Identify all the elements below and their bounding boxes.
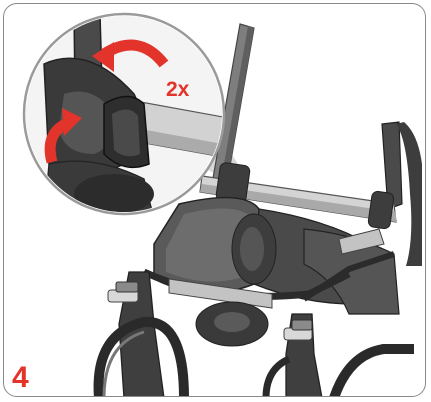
stroller-frame-illustration: 2x [4,4,426,397]
right-front-leg [266,314,414,397]
repeat-count-label: 2x [166,78,190,101]
step-number: 4 [12,363,29,393]
instruction-panel: 2x 4 [3,3,426,397]
